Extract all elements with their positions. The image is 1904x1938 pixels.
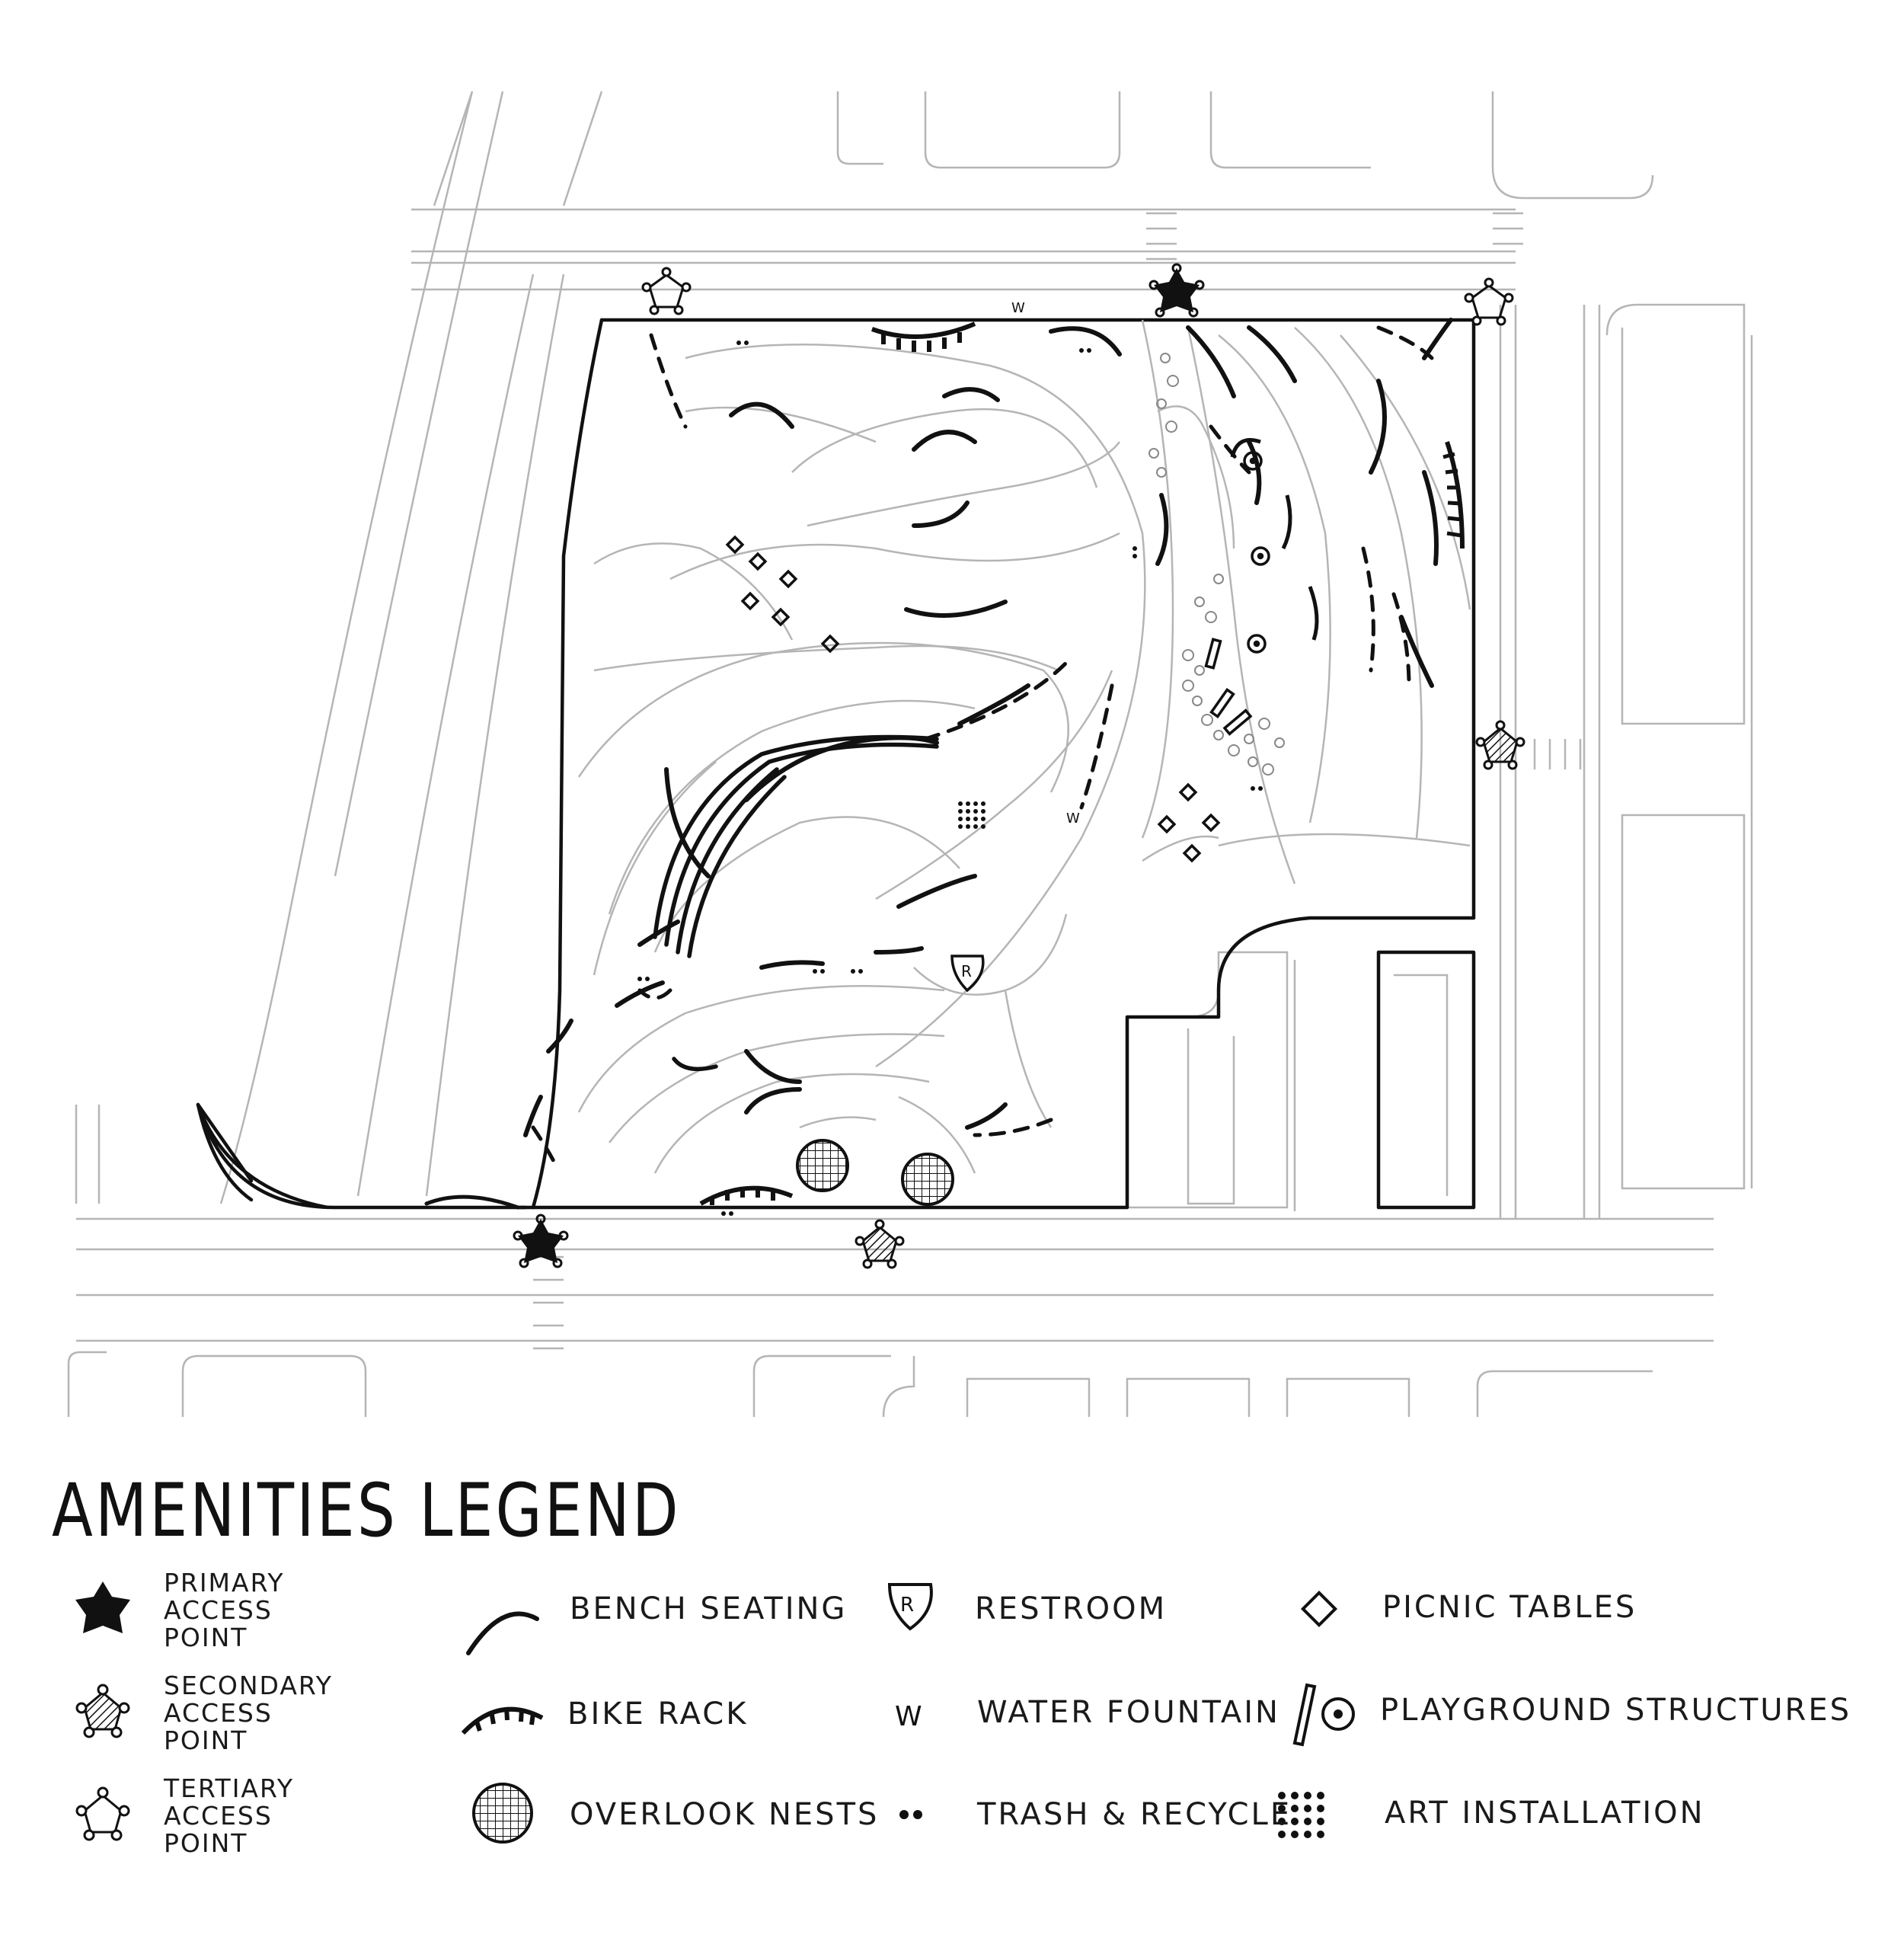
legend-label-overlook-nests: OVERLOOK NESTS (570, 1797, 880, 1832)
bench (874, 946, 924, 955)
picnic-table (740, 591, 760, 611)
picnic-table (771, 607, 791, 627)
legend-trash-recycle-icon (899, 1810, 922, 1819)
legend-label-art-installation: ART INSTALLATION (1385, 1796, 1705, 1831)
picnic-table (1178, 782, 1198, 802)
legend-primary-access-icon (75, 1581, 130, 1633)
terrace-benches (653, 734, 939, 1072)
playground-structure (1247, 634, 1267, 654)
restroom: R (950, 955, 985, 993)
playground-structures-group (1204, 438, 1319, 736)
legend-playground-icon (1292, 1683, 1355, 1747)
secondary-access-point-south (855, 1219, 905, 1269)
picnic-table (820, 634, 840, 654)
trash-recycle-points (637, 341, 1263, 1216)
bench-seating-group (523, 318, 1453, 1137)
legend-label-trash-recycle: TRASH & RECYCLE (977, 1797, 1292, 1832)
picnic-table (1182, 843, 1202, 863)
picnic-table (1157, 814, 1177, 834)
bench (904, 600, 1008, 618)
legend-water-fountain-icon: W (895, 1701, 922, 1732)
bench (1186, 325, 1236, 398)
picnic-table (748, 552, 768, 571)
tertiary-access-point-nw (641, 267, 692, 315)
bike-rack-north (871, 321, 976, 352)
legend-label-restroom: RESTROOM (975, 1591, 1168, 1626)
legend-overlook-nest-icon (472, 1783, 533, 1844)
bench (1369, 379, 1387, 475)
bench (1422, 470, 1439, 566)
dashed-edges (531, 325, 1434, 1168)
bench (759, 960, 825, 970)
bench (1247, 325, 1297, 383)
svg-text:R: R (961, 962, 972, 980)
water-fountain: W (1066, 811, 1080, 827)
bench (523, 1095, 543, 1137)
legend-picnic-table-icon (1300, 1590, 1338, 1628)
legend-bike-rack-icon (461, 1706, 544, 1735)
bike-rack-east (1442, 441, 1465, 549)
picnic-table (725, 535, 745, 555)
bench (546, 1019, 573, 1054)
overlook-nest (796, 1139, 849, 1192)
playground-structure (1222, 708, 1253, 736)
bike-rack-south (699, 1185, 794, 1206)
bench (942, 387, 1000, 402)
svg-text:R: R (900, 1594, 914, 1617)
bench (615, 980, 665, 1008)
secondary-access-point-east (1475, 720, 1525, 770)
legend-label-secondary-access: SECONDARY ACCESS POINT (164, 1671, 333, 1755)
primary-access-point-north (1148, 263, 1205, 318)
picnic-table (778, 569, 798, 589)
overlook-nests (796, 1139, 954, 1206)
bench (744, 1087, 802, 1115)
legend-symbols: R W (75, 1581, 1355, 1844)
crosswalk-top (1146, 212, 1523, 261)
path-network (577, 319, 1471, 1174)
legend-label-picnic-tables: PICNIC TABLES (1382, 1590, 1637, 1625)
bench (957, 683, 1030, 726)
legend-label-bike-rack: BIKE RACK (567, 1697, 749, 1732)
picnic-table (1201, 813, 1221, 833)
bench (965, 1102, 1008, 1130)
legend-tertiary-access-icon (75, 1786, 130, 1841)
legend-bench-icon (466, 1611, 539, 1655)
water-fountain: W (1011, 300, 1025, 316)
legend-label-playground-structures: PLAYGROUND STRUCTURES (1380, 1693, 1851, 1728)
bench (1155, 493, 1169, 566)
overlook-nest (901, 1153, 954, 1206)
legend-secondary-access-icon (75, 1684, 130, 1738)
bench (912, 430, 977, 452)
tertiary-access-point-ne (1464, 277, 1514, 326)
pebble-area (1148, 353, 1285, 776)
legend-title: AMENITIES LEGEND (52, 1468, 681, 1553)
legend-label-primary-access: PRIMARY ACCESS POINT (164, 1568, 285, 1652)
playground-structure (1251, 546, 1270, 566)
bench (1049, 326, 1122, 357)
bench (729, 401, 794, 429)
bench (1399, 615, 1434, 688)
legend-label-bench-seating: BENCH SEATING (570, 1591, 848, 1626)
bench (896, 874, 977, 909)
picnic-tables-group (725, 535, 1221, 863)
bench (1247, 440, 1262, 505)
primary-access-point-south (513, 1214, 569, 1268)
legend-label-water-fountain: WATER FOUNTAIN (977, 1695, 1280, 1730)
legend-restroom-icon: R (887, 1583, 933, 1631)
bench (744, 1049, 802, 1084)
playground-structure (1204, 638, 1222, 670)
legend-label-tertiary-access: TERTIARY ACCESS POINT (164, 1773, 294, 1858)
playground-structure (1243, 451, 1263, 471)
bench (637, 919, 680, 947)
bench (912, 500, 970, 528)
art-installation (958, 801, 986, 829)
playground-structure (1209, 687, 1235, 719)
legend-art-installation-icon (1278, 1792, 1324, 1838)
